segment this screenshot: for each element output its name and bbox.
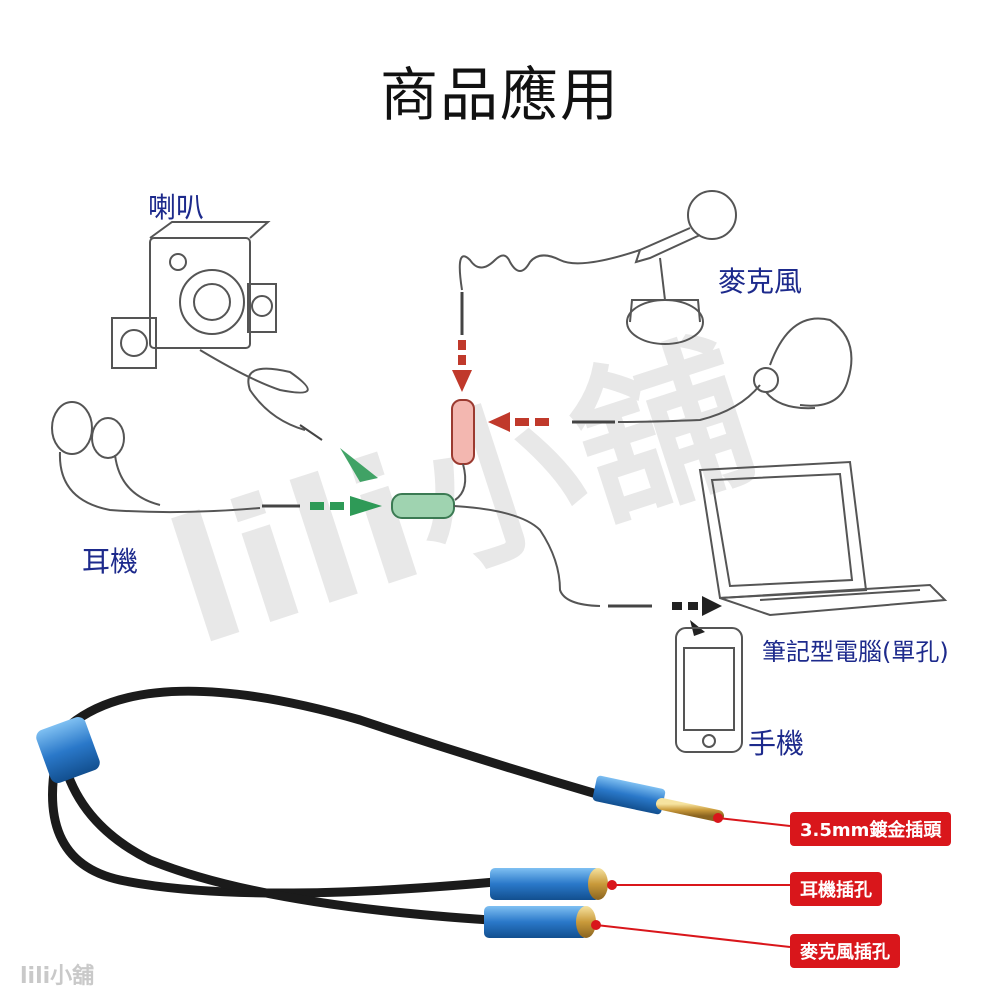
microphone-illustration xyxy=(458,190,737,345)
mic-jack-callout: 麥克風插孔 xyxy=(790,934,900,968)
headphone-label: 耳機 xyxy=(82,545,139,578)
speaker-illustration xyxy=(111,221,309,431)
laptop-label: 筆記型電腦(單孔) xyxy=(762,638,949,666)
red-splitter xyxy=(451,399,475,501)
headphone-jack-callout: 耳機插孔 xyxy=(790,872,882,906)
green-arrows xyxy=(310,448,382,516)
corner-watermark: lili小舖 xyxy=(20,964,95,989)
laptop-illustration xyxy=(698,460,948,617)
plug-callout: 3.5mm鍍金插頭 xyxy=(790,812,952,846)
headset-illustration xyxy=(617,317,853,423)
speaker-plug xyxy=(299,424,323,441)
headphone-illustration xyxy=(51,401,261,514)
phone-label: 手機 xyxy=(748,727,805,760)
green-splitter xyxy=(391,493,601,607)
page-title: 商品應用 xyxy=(379,61,620,129)
microphone-label: 麥克風 xyxy=(718,265,803,298)
callout-leaders xyxy=(591,813,791,948)
phone-illustration xyxy=(675,627,743,753)
red-arrows xyxy=(452,340,549,432)
product-cable xyxy=(36,686,724,938)
speaker-label: 喇叭 xyxy=(148,191,205,224)
